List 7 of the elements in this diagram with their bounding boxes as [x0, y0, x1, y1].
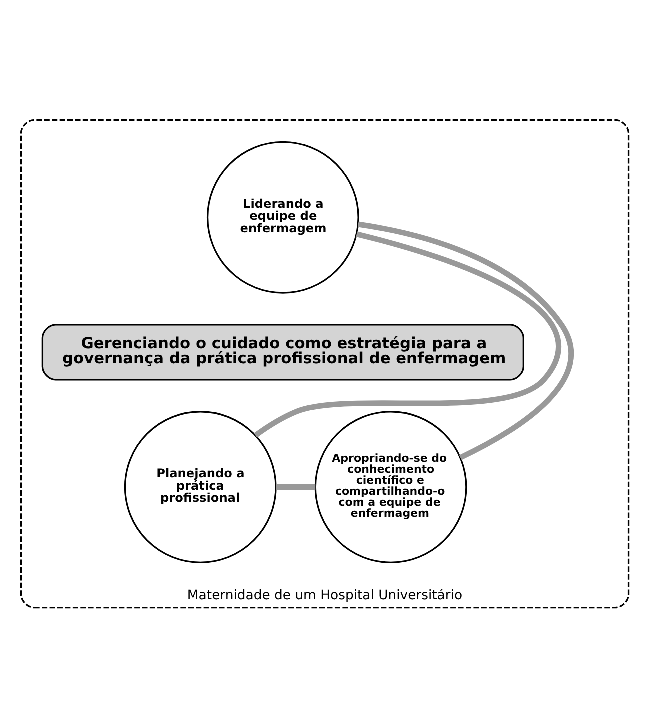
- connector: [358, 221, 574, 460]
- node-circle: Liderando a equipe de enfermagem: [206, 140, 360, 294]
- connector: [276, 484, 316, 490]
- node-circle: Planejando a prática profissional: [124, 410, 277, 563]
- connector: [254, 231, 561, 438]
- node-circle: Apropriando-se do conhecimento científico e compartilhando-o com a equipe de enfermagem: [314, 410, 468, 563]
- node-box: Gerenciando o cuidado como estratégia para a governança da prática profissional de enfermagem: [42, 324, 524, 380]
